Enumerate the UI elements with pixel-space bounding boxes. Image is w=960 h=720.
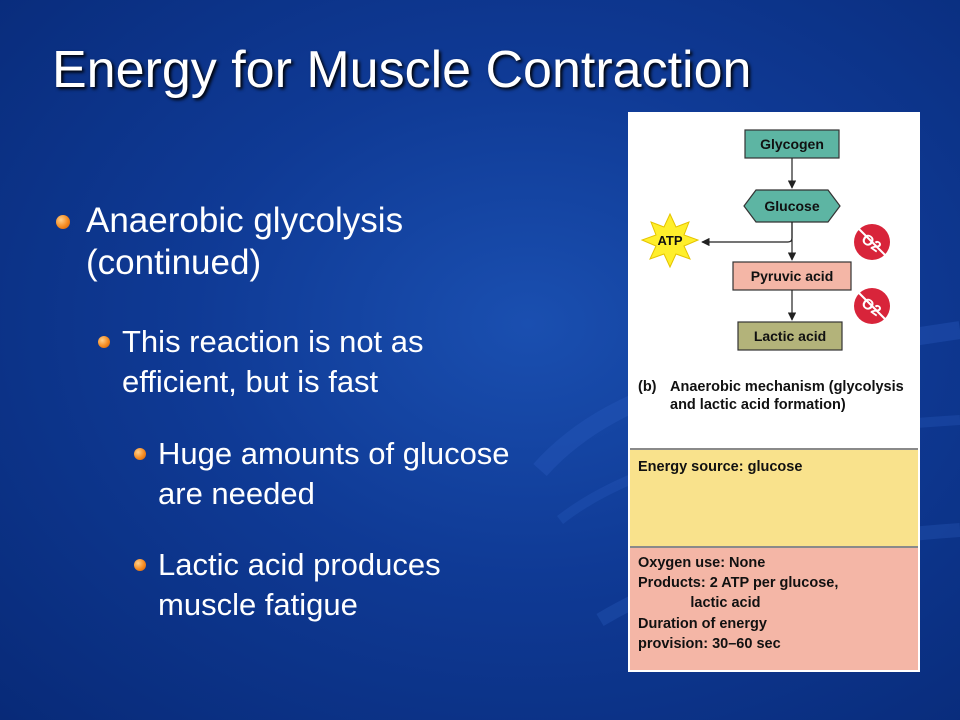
bullet-text: Lactic acid produces muscle fatigue xyxy=(158,547,441,622)
bullet-text: Huge amounts of glucose are needed xyxy=(158,436,510,511)
atp-star-icon xyxy=(640,212,700,269)
energy-source-text: Energy source: glucose xyxy=(638,459,803,475)
lactic-acid-label: Lactic acid xyxy=(754,328,826,344)
details-panel: Oxygen use: None Products: 2 ATP per glu… xyxy=(630,548,918,670)
bullet-text: Anaerobic glycolysis (continued) xyxy=(86,201,404,282)
bullet-level-3: Lactic acid produces muscle fatigue xyxy=(134,545,538,625)
detail-line: provision: 30–60 sec xyxy=(638,636,781,652)
arrow-glucose-atp xyxy=(701,222,793,247)
bullet-dot-icon xyxy=(98,336,110,348)
bullet-level-1: Anaerobic glycolysis (continued) xyxy=(56,200,546,284)
slide-title: Energy for Muscle Contraction xyxy=(52,41,752,99)
atp-label: ATP xyxy=(657,233,682,248)
glycogen-label: Glycogen xyxy=(760,136,824,152)
pyruvic-acid-label: Pyruvic acid xyxy=(751,268,834,284)
detail-line: Products: 2 ATP per glucose, xyxy=(638,575,839,591)
bullet-level-3: Huge amounts of glucose are needed xyxy=(134,434,538,514)
caption-text: Anaerobic mechanism (glycolysis and lact… xyxy=(670,379,904,413)
energy-source-panel: Energy source: glucose xyxy=(630,450,918,548)
caption-tag: (b) xyxy=(638,379,657,395)
figure-caption: (b) Anaerobic mechanism (glycolysis and … xyxy=(638,378,910,414)
pyruvic-acid-box xyxy=(732,261,852,291)
bullet-dot-icon xyxy=(134,448,146,460)
glycogen-box xyxy=(744,129,840,159)
glucose-hexagon xyxy=(743,189,841,223)
bullet-dot-icon xyxy=(134,559,146,571)
detail-line: Duration of energy xyxy=(638,616,767,632)
lactic-acid-box xyxy=(737,321,843,351)
pathway-diagram: Glycogen Glucose ATP Pyruvic acid Lactic… xyxy=(640,129,890,351)
bullet-text: This reaction is not as efficient, but i… xyxy=(122,324,424,399)
detail-line: lactic acid xyxy=(638,595,761,611)
detail-line: Oxygen use: None xyxy=(638,555,766,571)
glucose-label: Glucose xyxy=(764,198,819,214)
bullet-level-2: This reaction is not as efficient, but i… xyxy=(98,322,542,402)
glycolysis-figure: Glycogen Glucose ATP Pyruvic acid Lactic… xyxy=(628,112,920,672)
no-oxygen-icon: O2 xyxy=(854,288,890,324)
no-oxygen-icon: O2 xyxy=(854,224,890,260)
bullet-dot-icon xyxy=(56,215,70,229)
diagram-panel: Glycogen Glucose ATP Pyruvic acid Lactic… xyxy=(630,114,918,450)
